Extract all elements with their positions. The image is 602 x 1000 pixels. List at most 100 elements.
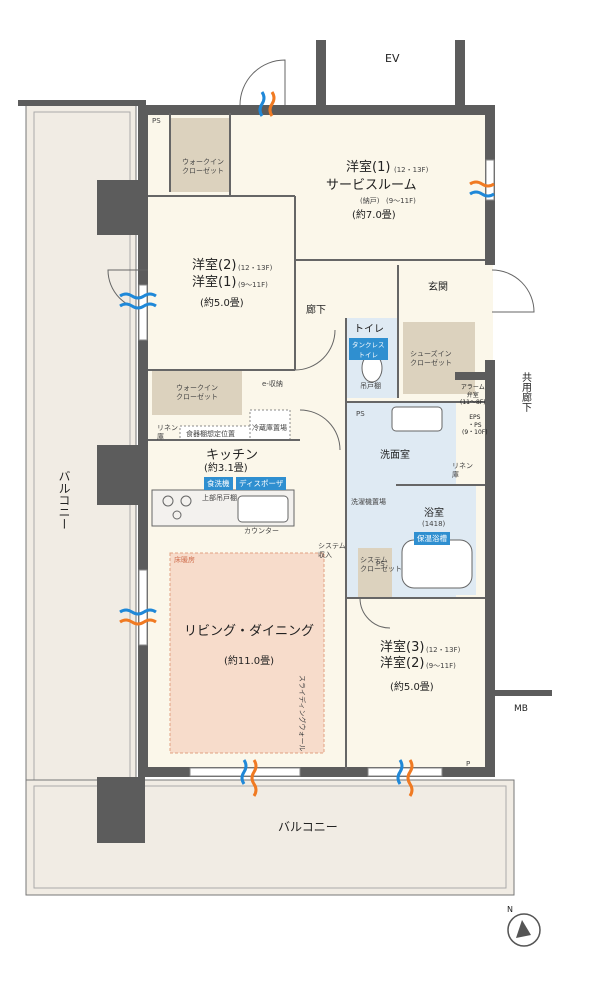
room1-alt-floor: (9〜11F)	[386, 197, 416, 205]
alarm-valve-label: アラーム 弁室 (11〜8F)	[460, 384, 486, 406]
ev-wall-left	[316, 40, 326, 110]
upper-cabinet-label: 上部吊戸棚	[202, 494, 237, 502]
wall-bottom	[138, 767, 495, 777]
alarm-room-wall	[455, 372, 495, 380]
common-corridor-label: 共用廊下	[519, 372, 531, 412]
stove-burner-3	[172, 510, 182, 520]
eps-ps-label: EPS ・PS (9・10F)	[462, 414, 488, 436]
door-swing-icon	[359, 597, 391, 629]
ventilation-arrow-icon	[119, 608, 157, 626]
balcony-bottom-label: バルコニー	[278, 820, 338, 834]
inner-walls	[148, 113, 485, 770]
room1-name: 洋室(1)	[346, 160, 391, 175]
tankless-toilet-tag: タンクレス トイレ	[349, 338, 388, 360]
system-closet-label: システム クローゼット	[360, 556, 402, 573]
washer-label: 洗濯機置場	[351, 498, 386, 506]
window-room3	[367, 767, 443, 777]
window-room2	[138, 284, 148, 341]
room3-name-a: 洋室(3)	[380, 640, 425, 655]
room2-area: (約5.0畳)	[200, 298, 244, 309]
kitchen-area: (約3.1畳)	[204, 463, 248, 474]
balcony-left-label: バルコニー	[57, 470, 71, 530]
living-label: リビング・ダイニング	[184, 624, 315, 639]
stove-burner-1	[162, 495, 174, 507]
washbasin	[391, 406, 443, 432]
kitchen-sink	[237, 495, 289, 523]
hanger-shelf-label: 吊戸棚	[360, 382, 381, 390]
sliding-wall-label: スライディングウォール	[298, 675, 306, 752]
linen-left-label: リネン 庫	[157, 424, 178, 441]
counter-label: カウンター	[244, 527, 279, 535]
walkin-closet-top	[170, 118, 230, 192]
ventilation-arrow-icon	[119, 292, 157, 310]
system-storage-label: システム 収入	[318, 542, 346, 559]
ventilation-arrow-icon	[469, 180, 495, 198]
north-arrow-icon	[507, 913, 541, 947]
bathroom-size: (1418)	[422, 520, 446, 528]
balcony-bottom-rail	[33, 785, 507, 889]
door-swings	[107, 59, 535, 629]
mb-label: MB	[514, 704, 528, 714]
room3-floor-b: (9〜11F)	[426, 662, 456, 670]
floor-heating-zone	[169, 552, 325, 754]
wall-top	[138, 105, 493, 115]
ps-mid-label: PS	[356, 410, 365, 418]
entrance-label: 玄関	[428, 282, 448, 293]
room1-alt-sub: (納戸)	[360, 197, 380, 205]
toilet-label: トイレ	[354, 324, 384, 335]
living-area: (約11.0畳)	[224, 656, 275, 667]
linen-right-label: リネン 庫	[452, 462, 473, 479]
pillar-left-2	[97, 445, 138, 505]
mb-wall	[490, 690, 552, 696]
walkin-top-label: ウォークイン クローゼット	[182, 158, 224, 175]
system-closet	[358, 548, 392, 598]
walkin-closet-mid	[152, 370, 242, 415]
shoes-closet	[403, 322, 475, 394]
dishwasher-tag: 食洗機	[204, 477, 233, 490]
bathroom-label: 浴室	[424, 508, 444, 519]
wall-top-left	[18, 100, 146, 106]
bath-tag: 保温浴槽	[414, 532, 450, 545]
window-room1	[485, 159, 495, 201]
room2-floor-a: (12・13F)	[238, 264, 273, 272]
p-mark: P	[466, 760, 471, 768]
stove-burner-2	[180, 495, 192, 507]
ventilation-arrow-icon	[258, 91, 276, 117]
bathtub	[401, 539, 473, 589]
room1-floor: (12・13F)	[394, 166, 429, 174]
floor-heating-label: 床暖房	[174, 556, 195, 564]
room1-alt: サービスルーム	[326, 178, 417, 193]
washroom-label: 洗面室	[380, 450, 410, 461]
pillar-bottom-left	[97, 777, 145, 843]
disposer-tag: ディスポーザ	[236, 477, 287, 490]
pillar-left-1	[97, 180, 138, 235]
fridge-label: 冷蔵庫置場	[252, 424, 287, 432]
room2-floor-b: (9〜11F)	[238, 281, 268, 289]
door-swing-icon	[491, 269, 535, 313]
window-living-left	[138, 569, 148, 646]
wall-right-bottom	[485, 360, 495, 770]
ev-label: EV	[385, 52, 400, 65]
room3-area: (約5.0畳)	[390, 682, 434, 693]
ev-wall-right	[455, 40, 465, 110]
dish-shelf-label: 食器棚想定位置	[186, 430, 235, 438]
ventilation-arrow-icon	[240, 759, 258, 797]
door-swing-icon	[239, 59, 286, 106]
wall-left	[138, 105, 148, 777]
room2-name-b: 洋室(1)	[192, 275, 237, 290]
fridge-area	[249, 409, 291, 441]
walkin-mid-label: ウォークイン クローゼット	[176, 384, 218, 401]
shoes-closet-label: シューズイン クローゼット	[410, 350, 452, 367]
door-swing-icon	[294, 329, 336, 371]
ps-bath-label: PS	[376, 560, 385, 568]
room2-name-a: 洋室(2)	[192, 258, 237, 273]
kitchen-label: キッチン	[206, 448, 259, 463]
room1-area: (約7.0畳)	[352, 210, 396, 221]
outer-walls	[18, 40, 552, 843]
room3-floor-a: (12・13F)	[426, 646, 461, 654]
e-storage-label: e-収納	[262, 380, 283, 388]
ventilation-arrows	[119, 91, 495, 797]
ps-top-label: PS	[152, 117, 161, 125]
ventilation-arrow-icon	[396, 759, 414, 797]
corridor-label: 廊下	[306, 305, 326, 316]
